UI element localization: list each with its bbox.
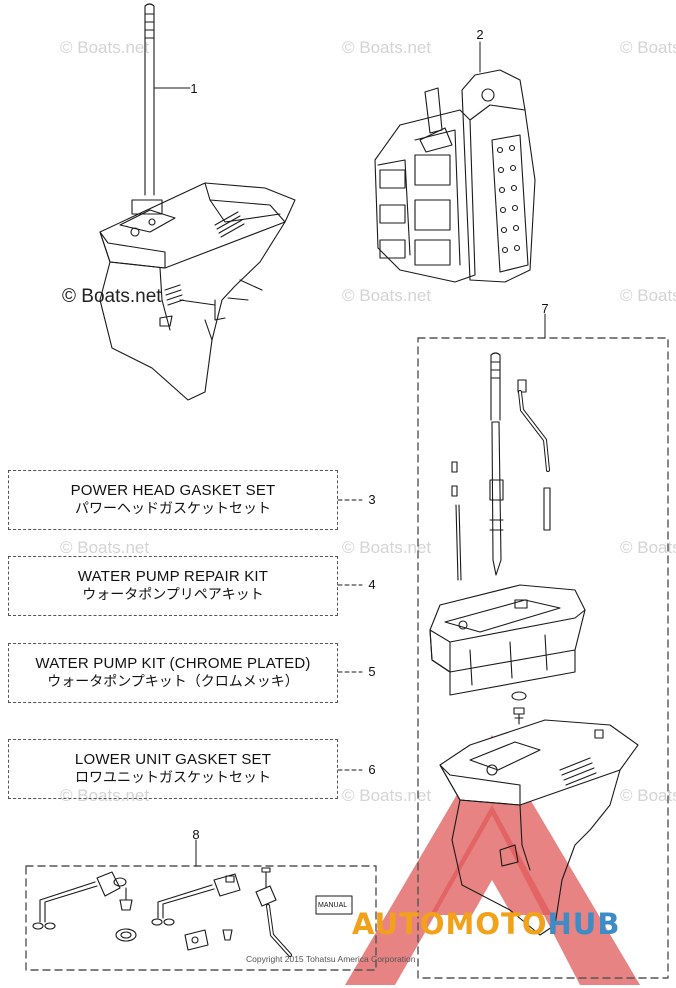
watermark: © Boats bbox=[620, 786, 676, 805]
watermark: © Boats.net bbox=[342, 786, 432, 805]
logo-part-moto: MOTO bbox=[445, 907, 548, 941]
watermark: © Boats.net bbox=[60, 38, 150, 57]
manual-label: MANUAL bbox=[318, 902, 348, 909]
watermark: © Boats bbox=[620, 38, 676, 57]
callout-6: 6 bbox=[368, 762, 376, 777]
callout-2: 2 bbox=[476, 27, 484, 42]
callout-1: 1 bbox=[190, 81, 198, 96]
kit-4-water-pump-repair-kit: WATER PUMP REPAIR KIT ウォータポンプリペアキット bbox=[8, 556, 338, 616]
watermark: © Boats.net bbox=[342, 538, 432, 557]
watermark: © Boats.net bbox=[60, 538, 150, 557]
kit-6-name-ja: ロワユニットガスケットセット bbox=[75, 770, 271, 786]
callout-5: 5 bbox=[368, 664, 376, 679]
automotohub-logo: AUTOMOTOHUB bbox=[352, 907, 620, 941]
callout-7: 7 bbox=[541, 301, 549, 316]
watermark: © Boats.net bbox=[60, 786, 150, 805]
watermark: © Boats.net bbox=[342, 38, 432, 57]
kit-7-boundary bbox=[417, 337, 669, 979]
kit-5-name-ja: ウォータポンプキット（クロムメッキ） bbox=[47, 674, 299, 690]
callout-8: 8 bbox=[192, 827, 200, 842]
logo-part-auto: AUTO bbox=[352, 907, 446, 941]
power-head-assembly bbox=[374, 69, 536, 283]
logo-triangle bbox=[345, 735, 640, 985]
copyright-notice: Copyright 2015 Tohatsu America Corporati… bbox=[246, 954, 416, 964]
kit-4-name-ja: ウォータポンプリペアキット bbox=[82, 587, 264, 603]
kit-3-name-ja: パワーヘッドガスケットセット bbox=[75, 501, 271, 517]
kit-7-parts bbox=[429, 352, 639, 936]
logo-part-hub: HUB bbox=[547, 907, 621, 941]
kit-4-name-en: WATER PUMP REPAIR KIT bbox=[77, 568, 269, 585]
kit-8-parts bbox=[32, 867, 353, 957]
kit-3-power-head-gasket-set: POWER HEAD GASKET SET パワーヘッドガスケットセット bbox=[8, 470, 338, 530]
watermark: © Boats.net bbox=[62, 286, 162, 307]
watermark: © Boats bbox=[620, 538, 676, 557]
kit-5-water-pump-kit: WATER PUMP KIT (CHROME PLATED) ウォータポンプキッ… bbox=[8, 643, 338, 703]
watermark: © Boats.net bbox=[342, 286, 432, 305]
lower-unit-assembly bbox=[99, 3, 296, 401]
kit-6-lower-unit-gasket-set: LOWER UNIT GASKET SET ロワユニットガスケットセット bbox=[8, 739, 338, 799]
kit-6-name-en: LOWER UNIT GASKET SET bbox=[74, 751, 272, 768]
leader-lines bbox=[153, 41, 546, 867]
callout-3: 3 bbox=[368, 492, 376, 507]
watermark: © Boats bbox=[620, 286, 676, 305]
callout-4: 4 bbox=[368, 577, 376, 592]
kit-5-name-en: WATER PUMP KIT (CHROME PLATED) bbox=[35, 655, 311, 672]
dashed-leaders bbox=[337, 499, 363, 771]
kit-3-name-en: POWER HEAD GASKET SET bbox=[70, 482, 276, 499]
kit-8-boundary bbox=[25, 865, 377, 971]
